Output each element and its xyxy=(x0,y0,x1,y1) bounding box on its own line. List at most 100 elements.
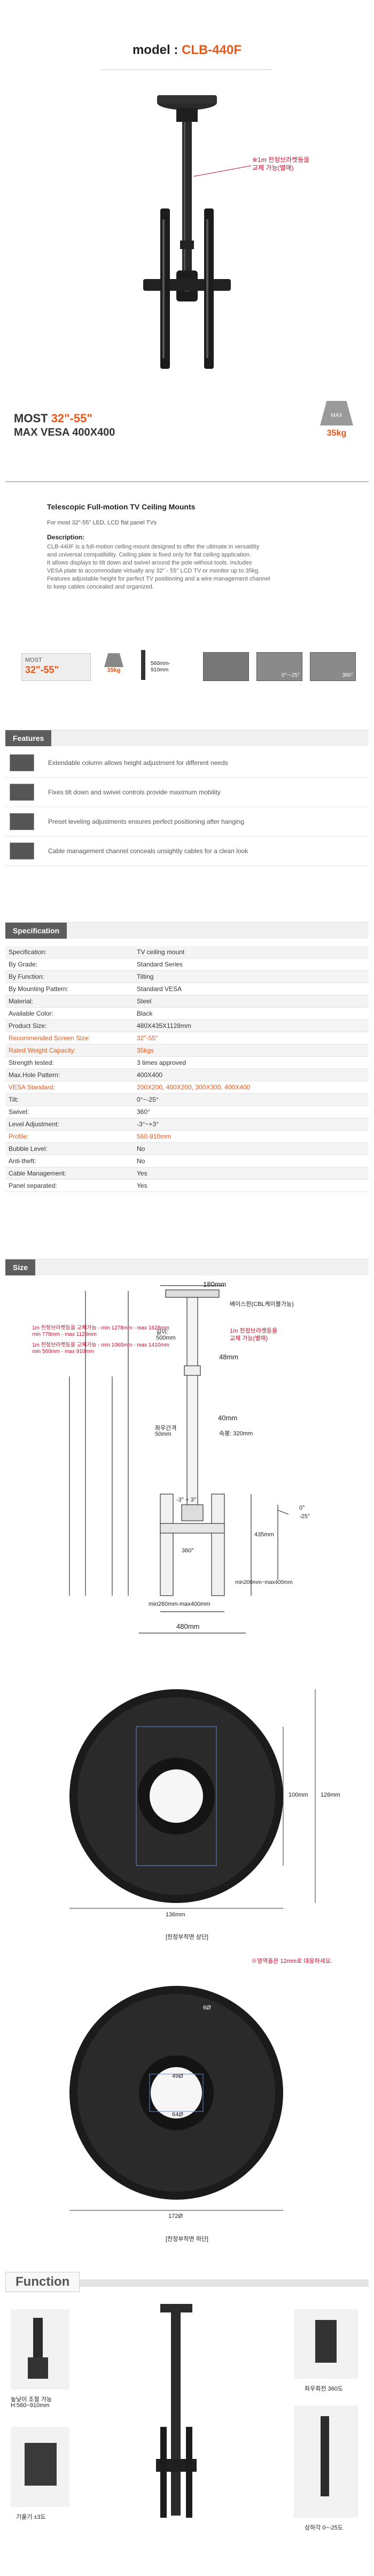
strip-img-a xyxy=(203,652,249,681)
spec-key: Strength tested: xyxy=(9,1059,54,1066)
strip-range: 32"-55" xyxy=(25,664,59,675)
hero-note-line2: 교체 가능(별매) xyxy=(252,164,294,172)
spec-key: Recommended Screen Size: xyxy=(9,1034,90,1042)
feature-item: Extendable column allows height adjustme… xyxy=(5,748,369,778)
function-section: 높낮이 조절 가능 H:560~910mm 좌우회전 360도 기울기 ±3도 … xyxy=(0,2299,374,2573)
features-tab: Features xyxy=(5,730,52,746)
spec-row: VESA Standard:200X200, 400X200, 300X300,… xyxy=(5,1081,369,1094)
spec-row: Tilt:0°~-25° xyxy=(5,1094,369,1106)
spec-value: Steel xyxy=(137,997,152,1005)
spec-value: -3°~+3° xyxy=(137,1120,159,1128)
spec-row: By Function:Tilting xyxy=(5,971,369,983)
dim-tilt: 0° xyxy=(299,1505,305,1511)
spec-row: Panel separated:Yes xyxy=(5,1180,369,1192)
spec-value: 35kgs xyxy=(137,1047,154,1054)
plate-top-w: 136mm xyxy=(166,1912,185,1918)
dim-left-d: min 560mm - max 910mm xyxy=(32,1349,95,1355)
strip-weight-value: 35kg xyxy=(107,667,121,674)
model-code: CLB-440F xyxy=(181,43,242,57)
model-header: model : CLB-440F xyxy=(0,43,374,64)
spec-value: Yes xyxy=(137,1170,147,1177)
dim-left-b: min 778mm - max 1128mm xyxy=(32,1332,97,1337)
most-range: 32"-55" xyxy=(51,412,92,425)
size-diagram: 180mm 베이스판(CBL케이블가능) 길이: 500mm 1m 천정브라켓등… xyxy=(0,1280,374,1654)
spec-row: By Grade:Standard Series xyxy=(5,958,369,971)
hero-vesa-label: MAX VESA 400X400 xyxy=(14,427,115,438)
desc-line: VESA plate to accommodate virtually any … xyxy=(47,568,260,574)
dim-180: 180mm xyxy=(203,1280,227,1288)
strip-most: MOST xyxy=(25,657,42,663)
plate-bottom-d3: 64Ø xyxy=(172,2111,183,2118)
spec-row: Specification: TV ceiling mount xyxy=(5,946,369,958)
spec-key: By Mounting Pattern: xyxy=(9,985,69,993)
strip-height: 560mm- 910mm xyxy=(135,648,193,685)
dim-tilt2: -25° xyxy=(299,1513,310,1520)
spec-value: Yes xyxy=(137,1182,147,1189)
info-top-line xyxy=(5,481,369,482)
spec-key: Available Color: xyxy=(9,1010,53,1017)
spec-key: Profile: xyxy=(9,1133,29,1140)
most-text: MOST xyxy=(14,412,48,425)
feature-thumb xyxy=(10,754,34,771)
features-header: Features xyxy=(5,730,369,746)
plate-bottom-note: ※영역홀은 12mm로 대응하세요. xyxy=(251,1958,332,1964)
function-cap-height: 높낮이 조절 가능 xyxy=(11,2396,52,2403)
size-header: Size xyxy=(5,1259,369,1275)
spec-row: Swivel: 360° xyxy=(5,1106,369,1118)
strip-swivel-label: 360° xyxy=(342,672,353,678)
plate-bottom-section: ※영역홀은 12mm로 대응하세요. 6Ø 49Ø 64Ø 172Ø [천정부착… xyxy=(0,1956,374,2256)
plate-bottom-image xyxy=(69,1986,283,2211)
feature-item: Fixes tilt down and swivel controls prov… xyxy=(5,778,369,807)
model-label: model : xyxy=(132,43,182,57)
spec-row: Strength tested: 3 times approved xyxy=(5,1057,369,1069)
spec-key: VESA Standard: xyxy=(9,1084,55,1091)
weight-icon: MAX xyxy=(320,401,353,426)
desc-line: CLB-440F is a full-motion ceiling mount … xyxy=(47,544,260,550)
spec-value: TV ceiling mount xyxy=(137,948,185,956)
desc-heading: Description: xyxy=(47,533,85,541)
spec-value: 360° xyxy=(137,1108,150,1116)
dim-pole-len-b: 500mm xyxy=(156,1335,176,1341)
spec-value: 400X400 xyxy=(137,1071,163,1079)
spec-value: Standard VESA xyxy=(137,985,182,993)
dim-bracket-note-a: 1m 천정브라켓등을 xyxy=(230,1328,278,1334)
function-tab: Function xyxy=(5,2272,80,2292)
spec-value: No xyxy=(137,1145,145,1152)
spec-value: 3 times approved xyxy=(137,1059,186,1066)
spec-key: Material: xyxy=(9,997,34,1005)
size-tab: Size xyxy=(5,1259,36,1275)
spec-key: Swivel: xyxy=(9,1108,29,1116)
spec-key: Cable Management: xyxy=(9,1170,67,1177)
dim-bracket-note-b: 교체 가능(별매) xyxy=(230,1335,268,1342)
spec-row: Product Size:480X435X1128mm xyxy=(5,1020,369,1032)
spec-value: 560-910mm xyxy=(137,1133,172,1140)
spec-tab: Specification xyxy=(5,923,67,939)
desc-body: CLB-440F is a full-motion ceiling mount … xyxy=(47,543,374,591)
icon-strip: MOST 32"-55" 35kg 560mm- 910mm 0°~-25° 3… xyxy=(21,648,363,691)
spec-key: Product Size: xyxy=(9,1022,47,1030)
weight-badge-top: MAX xyxy=(331,413,342,419)
plate-bottom-caption: [천정부착면 하단] xyxy=(165,2236,208,2242)
spec-row: Level Adjustment: -3°~+3° xyxy=(5,1118,369,1131)
desc-line: and universal compatibility. Ceiling pla… xyxy=(47,552,251,558)
height-icon xyxy=(141,650,145,680)
dim-swivel: 360° xyxy=(182,1548,194,1554)
desc-line: to keep cables concealed and organized. xyxy=(47,584,154,590)
spec-row: Material: Steel xyxy=(5,995,369,1008)
spec-row: Max.Hole Pattern:400X400 xyxy=(5,1069,369,1081)
weight-value: 35kg xyxy=(326,429,347,438)
spec-key: Level Adjustment: xyxy=(9,1120,59,1128)
feature-item: Cable management channel conceals unsigh… xyxy=(5,837,369,866)
dim-min260: min260mm-max400mm xyxy=(149,1601,211,1607)
product-title: Telescopic Full-motion TV Ceiling Mounts xyxy=(47,502,196,511)
spec-key: Specification: xyxy=(9,948,47,956)
strip-size-box: MOST 32"-55" xyxy=(21,653,91,681)
spec-value: Tilting xyxy=(137,973,154,980)
desc-line: Features adjustable height for perfect T… xyxy=(47,576,270,582)
spec-value: 32"-55" xyxy=(137,1034,158,1042)
hero-note: ※1m 천정브라켓등을 교체 가능(별매) xyxy=(252,156,309,172)
function-cap-tilt: 상하각 0~-25도 xyxy=(305,2525,343,2531)
function-cap-swivel: 좌우회전 360도 xyxy=(305,2386,344,2392)
plate-top-h2: 126mm xyxy=(321,1792,340,1798)
spec-row: Recommended Screen Size: 32"-55" xyxy=(5,1032,369,1045)
